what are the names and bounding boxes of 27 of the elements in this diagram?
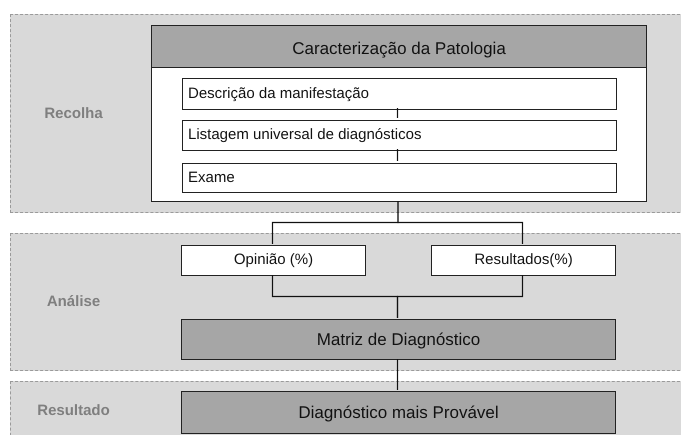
- group-header: Caracterização da Patologia: [292, 38, 506, 60]
- process-box: [431, 245, 616, 276]
- group-box: [151, 25, 647, 202]
- connector-line: [397, 201, 524, 244]
- section-label: Análise: [46, 292, 102, 312]
- process-box: [181, 391, 616, 434]
- box-label: Descrição da manifestação: [188, 84, 369, 104]
- section-label: Resultado: [36, 400, 111, 421]
- box-label: Resultados(%): [474, 250, 573, 270]
- connector-line: [396, 275, 524, 318]
- section-label: Recolha: [43, 103, 104, 124]
- box-label: Exame: [188, 168, 235, 188]
- connector-line: [396, 359, 398, 390]
- process-box: [181, 319, 616, 360]
- box-label: Listagem universal de diagnósticos: [188, 125, 422, 146]
- process-box: [182, 120, 617, 151]
- connector-line: [396, 149, 398, 161]
- connector-line: [396, 108, 398, 118]
- section-band: [10, 233, 681, 371]
- section-band: [10, 14, 681, 213]
- box-label: Diagnóstico mais Provável: [298, 402, 499, 424]
- process-box: [181, 245, 366, 276]
- process-box: [182, 78, 617, 110]
- box-label: Matriz de Diagnóstico: [316, 328, 480, 351]
- section-band: [10, 381, 681, 435]
- box-label: Opinião (%): [234, 250, 314, 270]
- process-box: [182, 163, 617, 193]
